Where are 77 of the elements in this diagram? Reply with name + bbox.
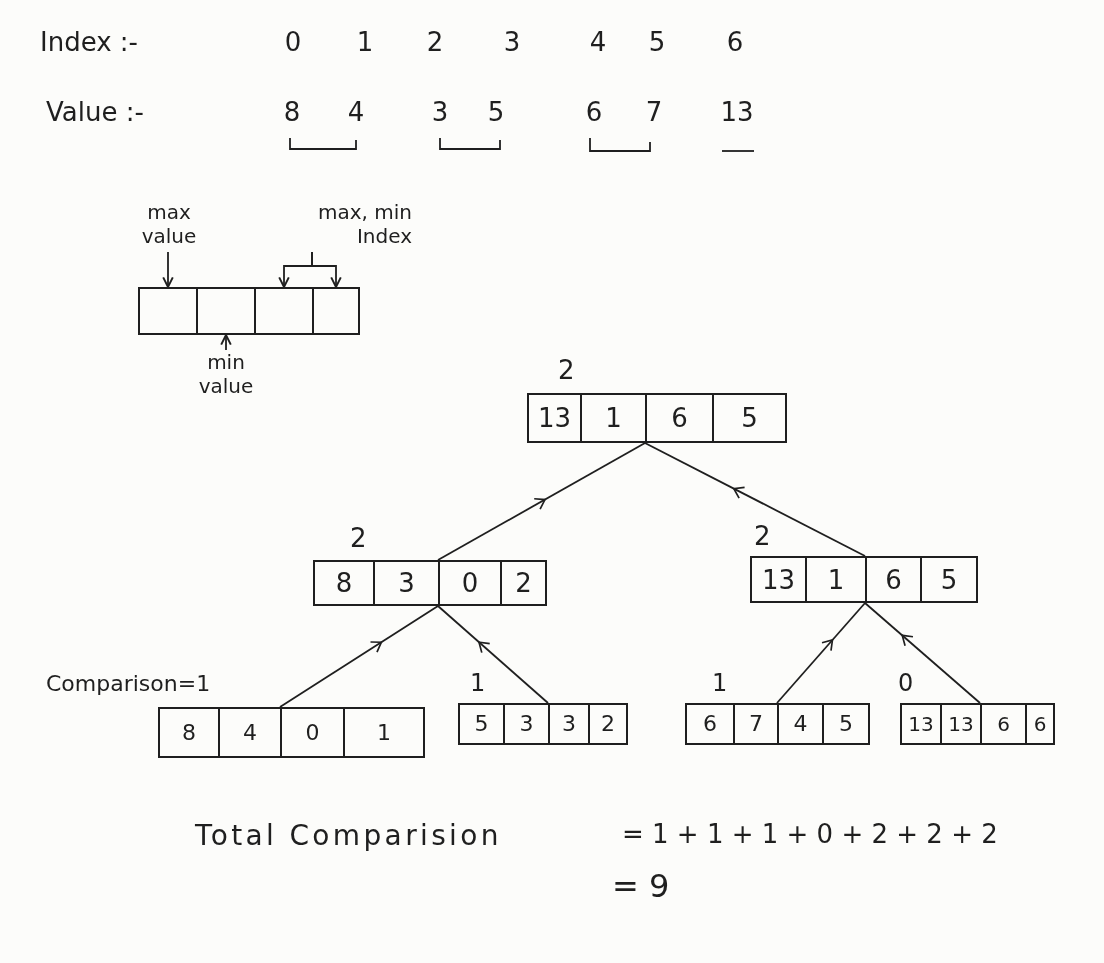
- array-value: 0: [305, 721, 320, 744]
- array-value: 0: [461, 570, 479, 596]
- annotation-text: max value: [124, 200, 214, 252]
- index-number: 1: [355, 26, 375, 59]
- comparison-count: 0: [898, 668, 914, 698]
- array-box: [527, 393, 787, 443]
- index-number: 0: [283, 26, 303, 59]
- arrow: [776, 602, 866, 704]
- array-box: [313, 560, 547, 606]
- array-slot: [312, 287, 360, 335]
- array-value: 5: [839, 713, 853, 735]
- sum-expression: = 1 + 1 + 1 + 0 + 2 + 2 + 2: [622, 818, 999, 851]
- array-value: 6: [885, 566, 902, 593]
- annotation-text: max, min Index: [262, 200, 412, 252]
- array-value: 2: [601, 713, 615, 735]
- arrow: [437, 442, 646, 561]
- array-value: 3: [519, 713, 534, 735]
- comparison-count: 2: [754, 520, 771, 553]
- annotation-text: min value: [184, 350, 268, 402]
- leader-arrow: [311, 251, 342, 288]
- value-number: 3: [430, 96, 450, 129]
- row-heading: Index :-: [40, 26, 139, 59]
- row-heading: Value :-: [46, 96, 145, 129]
- value-number: 8: [282, 96, 302, 129]
- value-number: 4: [346, 96, 366, 129]
- value-number: 5: [486, 96, 506, 129]
- array-value: 5: [741, 405, 758, 431]
- array-value: 6: [671, 405, 688, 431]
- arrow: [644, 442, 866, 557]
- result-value: = 9: [612, 866, 671, 906]
- comparison-count: 1: [470, 668, 486, 698]
- index-number: 4: [588, 26, 608, 59]
- array-value: 7: [749, 713, 763, 735]
- array-box: [158, 707, 425, 758]
- array-slot: [196, 287, 256, 335]
- leader-arrow: [220, 334, 232, 351]
- array-value: 1: [605, 405, 622, 431]
- array-value: 5: [474, 713, 489, 735]
- comparison-count: 2: [350, 522, 367, 555]
- value-number: 7: [644, 96, 664, 129]
- array-box: [900, 703, 1055, 745]
- comparison-label: Comparison=1: [46, 670, 211, 698]
- array-slot: [254, 287, 314, 335]
- index-number: 2: [425, 26, 445, 59]
- array-value: 5: [940, 566, 958, 593]
- leader-arrow: [162, 251, 174, 288]
- array-box: [685, 703, 870, 745]
- value-number: 13: [719, 96, 755, 129]
- array-value: 8: [335, 570, 353, 596]
- index-number: 6: [725, 26, 745, 59]
- array-value: 6: [703, 713, 717, 735]
- array-value: 13: [948, 714, 974, 734]
- arrow: [279, 605, 439, 708]
- array-value: 3: [562, 713, 576, 735]
- array-value: 1: [827, 566, 845, 593]
- array-value: 4: [243, 721, 257, 744]
- index-number: 5: [647, 26, 667, 59]
- array-slot: [138, 287, 198, 335]
- total-label: Total Comparision: [195, 818, 503, 853]
- array-value: 13: [761, 566, 796, 593]
- comparison-count: 2: [558, 354, 575, 387]
- array-box: [750, 556, 978, 603]
- array-value: 2: [515, 570, 532, 596]
- comparison-count: 1: [712, 668, 728, 698]
- array-value: 13: [537, 405, 572, 431]
- index-number: 3: [502, 26, 522, 59]
- arrow: [864, 602, 981, 704]
- array-value: 6: [997, 714, 1010, 734]
- array-value: 6: [1033, 714, 1047, 734]
- array-box: [458, 703, 628, 745]
- array-value: 13: [908, 714, 934, 734]
- value-number: 6: [584, 96, 604, 129]
- array-value: 1: [377, 721, 391, 744]
- array-value: 3: [398, 570, 415, 596]
- arrow: [437, 605, 549, 704]
- array-value: 8: [182, 721, 196, 744]
- array-value: 4: [793, 713, 808, 735]
